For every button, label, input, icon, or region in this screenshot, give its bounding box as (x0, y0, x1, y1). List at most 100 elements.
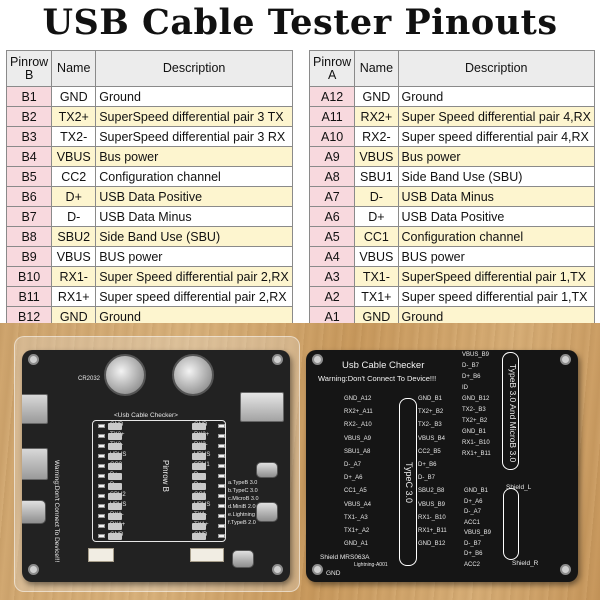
pin-cell: B1 (5, 86, 53, 107)
pin-cell: A11 (308, 106, 356, 127)
pin-cell: A5 (308, 226, 356, 247)
led-icon (218, 424, 225, 428)
pin-label: SBU2_B8 (418, 488, 445, 495)
description-column-header: Description (397, 50, 596, 87)
pin-label: CC1_A5 (344, 488, 367, 495)
mount-hole-icon (560, 564, 571, 575)
pin-label: GND_B1 (418, 396, 443, 402)
pin-pad (108, 483, 122, 490)
pin-pad (108, 513, 122, 520)
pin-label: VBUS_A9 (344, 435, 372, 442)
pin-label: GND_B1 (462, 429, 487, 435)
description-cell: USB Data Positive (397, 206, 596, 227)
pin-pad (108, 473, 122, 480)
shield-outline (503, 488, 519, 560)
pin-label: VBUS_B4 (418, 435, 446, 442)
name-cell: D+ (354, 206, 399, 227)
led-icon (218, 514, 225, 518)
pin-label: TX2-_B3 (418, 422, 442, 429)
pin-pad (192, 533, 206, 540)
pin-label: D+_A6 (344, 475, 363, 482)
description-cell: Super Speed differential pair 4,RX (397, 106, 596, 127)
description-cell: Ground (95, 306, 293, 327)
description-cell: SuperSpeed differential pair 3 RX (95, 126, 293, 147)
pin-pad (192, 493, 206, 500)
pin-label: SBU1_A8 (344, 448, 371, 455)
pin-label: D-_A7 (344, 462, 362, 468)
pin-label: RX2+_A11 (344, 409, 373, 416)
page-title: USB Cable Tester Pinouts (42, 2, 558, 43)
usb-c-port-icon (22, 500, 46, 524)
pin-pad (108, 503, 122, 510)
pin-cell: B9 (5, 246, 53, 267)
pin-pad (192, 473, 206, 480)
pin-label: RX1+_B11 (418, 528, 447, 534)
pin-label: D+_B6 (462, 374, 481, 380)
pin-cell: B10 (5, 266, 53, 287)
description-cell: Side Band Use (SBU) (95, 226, 293, 247)
led-icon (218, 464, 225, 468)
legend-item: e.Lightning (228, 512, 255, 518)
led-icon (218, 434, 225, 438)
led-icon (98, 444, 105, 448)
coin-battery-icon (104, 354, 146, 396)
pin-label: ID (462, 385, 468, 391)
led-icon (98, 484, 105, 488)
pinrow-label: Pinrow B (161, 460, 170, 493)
pin-label: D-_B7 (464, 540, 482, 547)
front-board: CR2032 <Usb Cable Checker> Warning:Don't… (22, 350, 290, 582)
mount-hole-icon (312, 564, 323, 575)
pin-pad (192, 423, 206, 430)
pin-area-outline (92, 420, 226, 542)
pin-label: VBUS_B9 (462, 352, 490, 358)
pin-label: D-_A7 (464, 509, 482, 515)
pin-label: ACC1 (464, 519, 481, 526)
pin-cell: A9 (308, 146, 356, 167)
shield-right-label: Shield_R (512, 560, 539, 567)
description-cell: USB Data Minus (95, 206, 293, 227)
name-cell: VBUS (51, 146, 97, 167)
pin-cell: B5 (5, 166, 53, 187)
pin-cell: B8 (5, 226, 53, 247)
description-cell: USB Data Positive (95, 186, 293, 207)
led-icon (98, 534, 105, 538)
led-icon (218, 484, 225, 488)
pin-cell: B4 (5, 146, 53, 167)
description-column-header: Description (95, 50, 293, 87)
name-cell: RX2+ (354, 106, 399, 127)
pin-cell: A10 (308, 126, 356, 147)
description-cell: BUS power (95, 246, 293, 267)
name-cell: GND (51, 306, 97, 327)
connector-icon (190, 548, 224, 562)
mount-hole-icon (312, 354, 323, 365)
legend-item: f.TypeB 2.0 (228, 520, 256, 526)
warning-label: Warning:Don't Connect To Device!!! (318, 374, 437, 383)
led-icon (98, 464, 105, 468)
pin-label: GND_A1 (344, 541, 369, 548)
usb-a-port-icon (22, 394, 48, 424)
pin-pad (108, 533, 122, 540)
name-cell: VBUS (354, 246, 399, 267)
pin-pad (192, 513, 206, 520)
pin-label: TX2-_B3 (462, 407, 486, 413)
pin-label: GND_B12 (418, 541, 446, 548)
description-cell: BUS power (397, 246, 596, 267)
description-cell: Bus power (397, 146, 596, 167)
pin-label: RX1-_B10 (462, 440, 490, 446)
name-cell: D- (354, 186, 399, 207)
usb-c-port-icon (256, 462, 278, 478)
pin-pad (192, 523, 206, 530)
